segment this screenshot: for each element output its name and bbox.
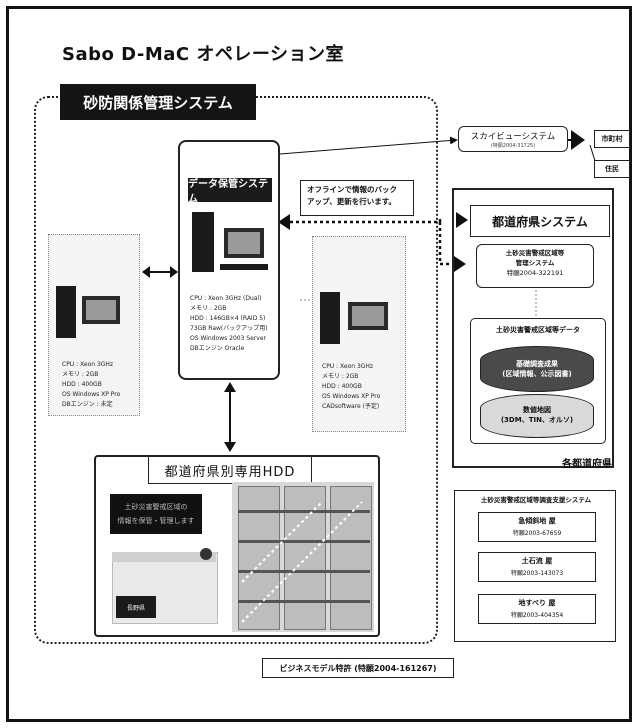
prefecture-tag: 長野県 [116, 596, 156, 618]
hdd-unit-illustration: 長野県 [108, 546, 220, 628]
server-specs: CPU : Xeon 3GHz (Dual) メモリ : 2GB HDD : 1… [190, 295, 268, 352]
survey-results-database: 基礎調査成果 (区域情報、公示図書) [480, 346, 594, 392]
page-title: Sabo D-MaC オペレーション室 [62, 44, 345, 65]
arrow-to-hdd [224, 382, 236, 392]
offline-backup-note: オフラインで情報のバック アップ、更新を行います。 [300, 180, 414, 216]
survey-support-title: 土砂災害警戒区域等調査支援システム [480, 496, 592, 504]
right-pc-icon [318, 290, 400, 350]
warning-zone-management-system: 土砂災害警戒区域等 管理システム 特願2004-322191 [476, 244, 594, 288]
output-municipality: 市町村 [594, 130, 630, 148]
page-frame [6, 6, 632, 722]
system-banner: 砂防関係管理システム [60, 84, 256, 120]
prefecture-system-box [452, 188, 614, 468]
left-pc-icon [54, 284, 134, 344]
support-item-landslide: 地すべり 屋 特願2003-404354 [478, 594, 596, 624]
digital-map-database: 数値地図 (3DM、TIN、オルソ) [480, 394, 594, 438]
survey-support-system-box [454, 490, 616, 642]
region-label: 各都道府県 [562, 459, 612, 470]
left-pc-specs: CPU : Xeon 3GHz メモリ : 2GB HDD : 400GB OS… [62, 361, 121, 408]
data-storage-label: データ保管システム [188, 178, 272, 205]
skyview-system: スカイビューシステム (特願2004-31725) [458, 126, 568, 152]
hdd-rack-illustration [232, 482, 374, 632]
server-pc-icon [190, 210, 270, 280]
support-item-steep-slope: 急傾斜地 屋 特願2003-67659 [478, 512, 596, 542]
warning-zone-data-title: 土砂災害警戒区域等データ [496, 326, 580, 334]
arrow-to-skyview [279, 136, 458, 155]
arrow-left-pc [142, 266, 150, 278]
prefecture-hdd-label: 都道府県別専用HDD [148, 456, 312, 484]
arrow-to-outputs [571, 130, 585, 150]
output-residents: 住民 [594, 160, 630, 178]
right-pc-specs: CPU : Xeon 3GHz メモリ : 2GB HDD : 400GB OS… [322, 363, 381, 410]
arrow-offline-inner [454, 256, 466, 272]
arrow-offline-left [278, 214, 290, 230]
business-model-patent: ビジネスモデル特許 (特願2004-161267) [262, 658, 454, 678]
arrow-offline-pref [456, 212, 468, 228]
hdd-note: 土砂災害警戒区域の 情報を保管・管理します [110, 494, 202, 534]
prefecture-system-title: 都道府県システム [470, 205, 610, 237]
support-item-debris-flow: 土石流 屋 特願2003-143073 [478, 552, 596, 582]
